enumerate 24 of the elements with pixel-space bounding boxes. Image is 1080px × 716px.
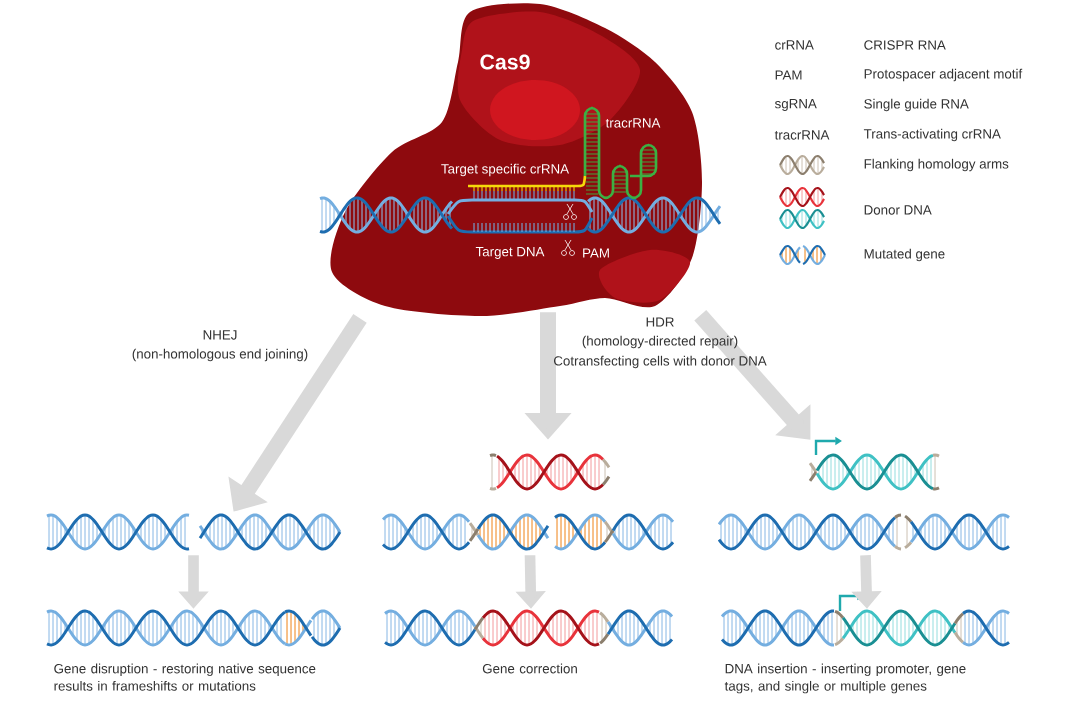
dna-drawing: [46, 609, 342, 647]
label-text: PAM: [775, 70, 802, 80]
legend-text: Mutated gene: [864, 248, 945, 262]
dna-drawing: [717, 436, 1010, 551]
label-text: CRISPR RNA: [864, 40, 946, 50]
caption-text: Gene disruption - restoring native sequence results in frameshifts or mutations: [54, 663, 316, 691]
dna-drawing: [384, 609, 674, 647]
arrow: [694, 309, 811, 440]
label-text: Single guide RNA: [864, 98, 969, 112]
dna-drawing: [382, 453, 675, 551]
label-text: Cotransfecting cells with donor DNA: [553, 355, 767, 369]
label-text: NHEJ: [203, 330, 237, 340]
label-text: tracrRNA: [774, 130, 830, 140]
label-text: Trans-activating crRNA: [863, 128, 1001, 142]
legend-text: Flanking homology arms: [864, 158, 1009, 172]
label-text: (homology-directed repair): [582, 335, 738, 349]
legend-text: Donor DNA: [864, 205, 932, 215]
label-text: Protospacer adjacent motif: [864, 68, 1023, 82]
label-text: sgRNA: [775, 99, 817, 111]
label-text: (non-homologous end joining): [132, 348, 308, 362]
caption-text: DNA insertion - inserting promoter, gene tags, and single or multiple genes: [724, 663, 966, 694]
dna-drawing: [46, 513, 342, 551]
caption-text: Gene correction: [482, 663, 577, 674]
label-text: crRNA: [775, 40, 814, 50]
